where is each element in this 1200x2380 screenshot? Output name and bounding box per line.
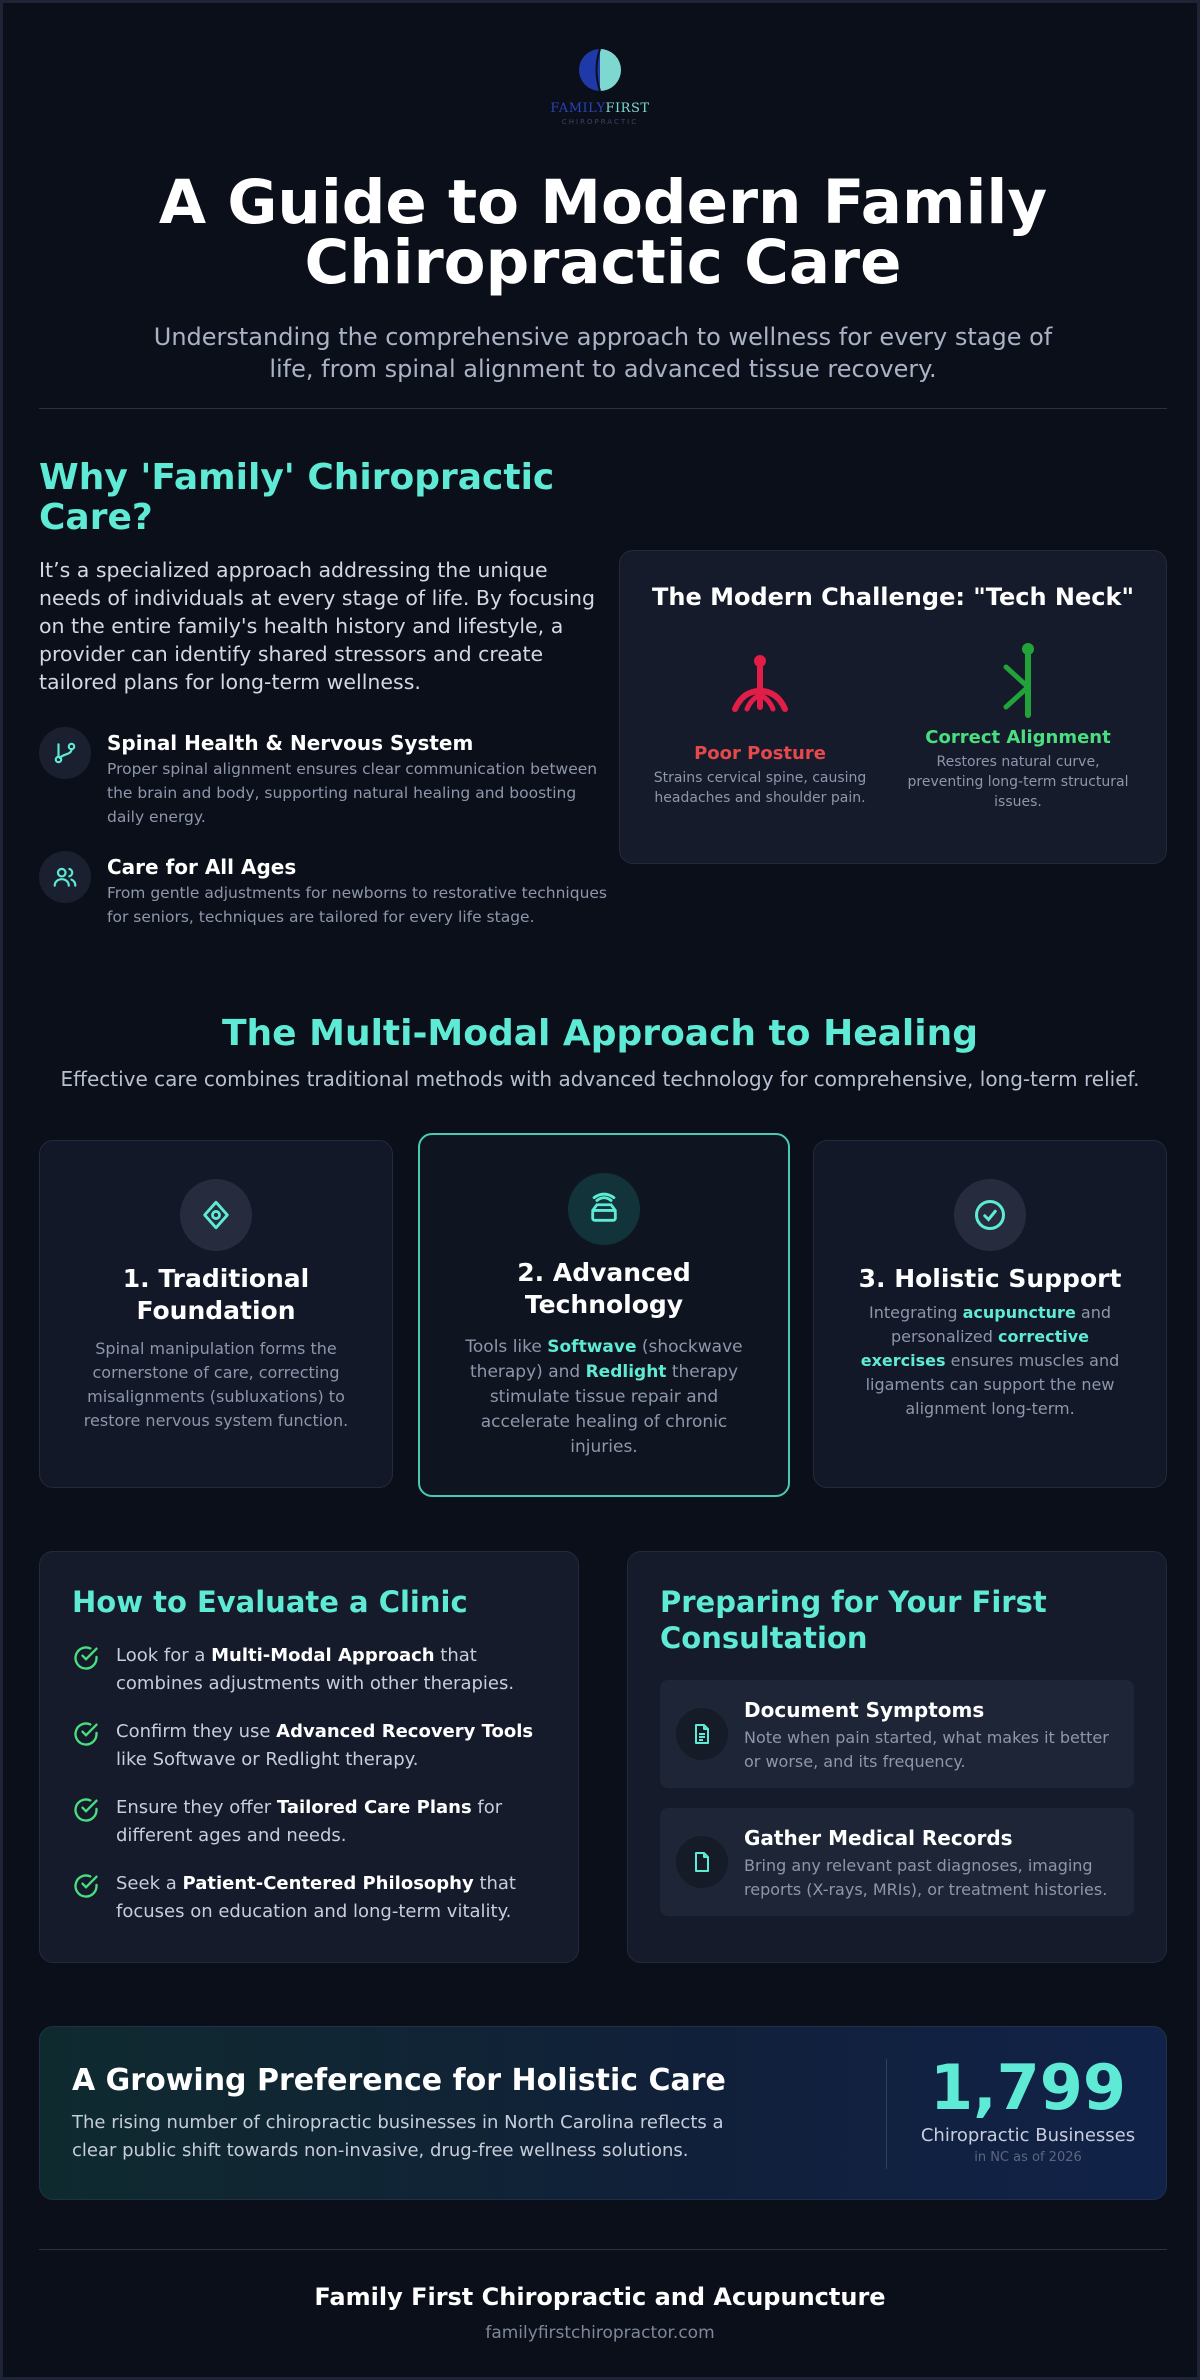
check-icon <box>74 1798 98 1822</box>
check-icon <box>74 1722 98 1746</box>
prep-item-document-symptoms: Document Symptoms Note when pain started… <box>660 1680 1134 1788</box>
poor-posture: Poor Posture Strains cervical spine, cau… <box>650 647 870 808</box>
check-icon <box>74 1646 98 1670</box>
highlight-corrective-exercises: corrective exercises <box>860 1327 1090 1370</box>
brand-logo: FAMILYFIRST CHIROPRACTIC <box>3 47 1197 126</box>
consultation-title: Preparing for Your First Consultation <box>660 1585 1047 1655</box>
checklist-item: Confirm they use Advanced Recovery Tools… <box>72 1718 542 1778</box>
evaluate-title: How to Evaluate a Clinic <box>72 1585 468 1619</box>
highlight-redlight: Redlight <box>585 1362 667 1382</box>
check-circle-icon <box>954 1179 1026 1251</box>
card-traditional-foundation: 1. Traditional Foundation Spinal manipul… <box>39 1140 393 1488</box>
correct-alignment-icon <box>1003 643 1034 718</box>
stat-note: in NC as of 2026 <box>974 2150 1082 2165</box>
growth-stat: 1,799 Chiropractic Businesses in NC as o… <box>908 2051 1148 2166</box>
branch-icon <box>39 727 91 779</box>
footer-divider <box>39 2249 1167 2250</box>
prep-desc: Note when pain started, what makes it be… <box>744 1728 1109 1771</box>
prep-title: Gather Medical Records <box>744 1826 1013 1850</box>
poor-posture-desc: Strains cervical spine, causing headache… <box>653 770 867 806</box>
card-advanced-technology: 2. Advanced Technology Tools like Softwa… <box>418 1133 790 1497</box>
logo-subtext: CHIROPRACTIC <box>561 118 639 126</box>
consultation-panel: Preparing for Your First Consultation Do… <box>627 1551 1167 1963</box>
multimodal-title: The Multi-Modal Approach to Healing <box>222 1013 978 1054</box>
card-title: 1. Traditional Foundation <box>122 1264 310 1325</box>
card-title: 3. Holistic Support <box>858 1264 1122 1293</box>
stat-label: Chiropractic Businesses <box>920 2125 1136 2146</box>
tech-neck-title: The Modern Challenge: "Tech Neck" <box>651 583 1134 611</box>
logo-text-first: FIRST <box>605 101 650 116</box>
feature-title: Care for All Ages <box>107 855 297 879</box>
card-desc: Tools like Softwave (shockwave therapy) … <box>465 1337 743 1457</box>
footer-business-name: Family First Chiropractic and Acupunctur… <box>314 2283 886 2311</box>
why-section-body: It’s a specialized approach addressing t… <box>39 558 596 694</box>
card-desc: Integrating acupuncture and personalized… <box>860 1303 1120 1418</box>
feature-spinal-health: Spinal Health & Nervous System Proper sp… <box>39 727 599 837</box>
stat-number: 1,799 <box>929 2051 1127 2124</box>
card-desc: Spinal manipulation forms the cornerston… <box>83 1339 349 1430</box>
file-icon <box>676 1836 728 1888</box>
prep-item-medical-records: Gather Medical Records Bring any relevan… <box>660 1808 1134 1916</box>
poor-posture-icon <box>732 655 788 712</box>
card-holistic-support: 3. Holistic Support Integrating acupunct… <box>813 1140 1167 1488</box>
check-icon <box>74 1874 98 1898</box>
feature-all-ages: Care for All Ages From gentle adjustment… <box>39 851 607 961</box>
feature-desc: Proper spinal alignment ensures clear co… <box>107 760 598 826</box>
checklist-item: Ensure they offer Tailored Care Plans fo… <box>72 1794 542 1854</box>
card-title: 2. Advanced Technology <box>517 1258 691 1319</box>
highlight-softwave: Softwave <box>547 1337 637 1357</box>
tech-neck-card: The Modern Challenge: "Tech Neck" Poor P… <box>619 550 1167 864</box>
prep-desc: Bring any relevant past diagnoses, imagi… <box>744 1856 1108 1899</box>
poor-posture-label: Poor Posture <box>694 743 826 764</box>
page-subtitle: Understanding the comprehensive approach… <box>153 323 1053 383</box>
correct-alignment-desc: Restores natural curve, preventing long-… <box>907 754 1129 810</box>
section-divider <box>39 408 1167 409</box>
logo-mark-icon <box>579 48 621 92</box>
checklist-item: Look for a Multi-Modal Approach that com… <box>72 1642 542 1702</box>
evaluate-clinic-panel: How to Evaluate a Clinic Look for a Mult… <box>39 1551 579 1963</box>
device-waves-icon <box>568 1173 640 1245</box>
document-text-icon <box>676 1708 728 1760</box>
eye-target-icon <box>180 1179 252 1251</box>
checklist-item: Seek a Patient-Centered Philosophy that … <box>72 1870 542 1930</box>
multimodal-subtitle: Effective care combines traditional meth… <box>60 1067 1140 1091</box>
growth-banner: A Growing Preference for Holistic Care T… <box>39 2026 1167 2200</box>
prep-title: Document Symptoms <box>744 1698 985 1722</box>
footer-website-link[interactable]: familyfirstchiropractor.com <box>485 2323 715 2343</box>
growth-title: A Growing Preference for Holistic Care <box>72 2063 726 2098</box>
correct-alignment: Correct Alignment Restores natural curve… <box>898 637 1138 812</box>
feature-desc: From gentle adjustments for newborns to … <box>107 884 608 926</box>
feature-title: Spinal Health & Nervous System <box>107 731 474 755</box>
why-section-title: Why 'Family' Chiropractic Care? <box>39 457 555 538</box>
highlight-acupuncture: acupuncture <box>962 1303 1076 1322</box>
banner-separator <box>886 2059 887 2169</box>
page-title: A Guide to Modern Family Chiropractic Ca… <box>158 167 1048 298</box>
users-icon <box>39 851 91 903</box>
logo-text-family: FAMILY <box>550 101 606 116</box>
growth-desc: The rising number of chiropractic busine… <box>72 2112 724 2161</box>
correct-alignment-label: Correct Alignment <box>925 727 1111 748</box>
